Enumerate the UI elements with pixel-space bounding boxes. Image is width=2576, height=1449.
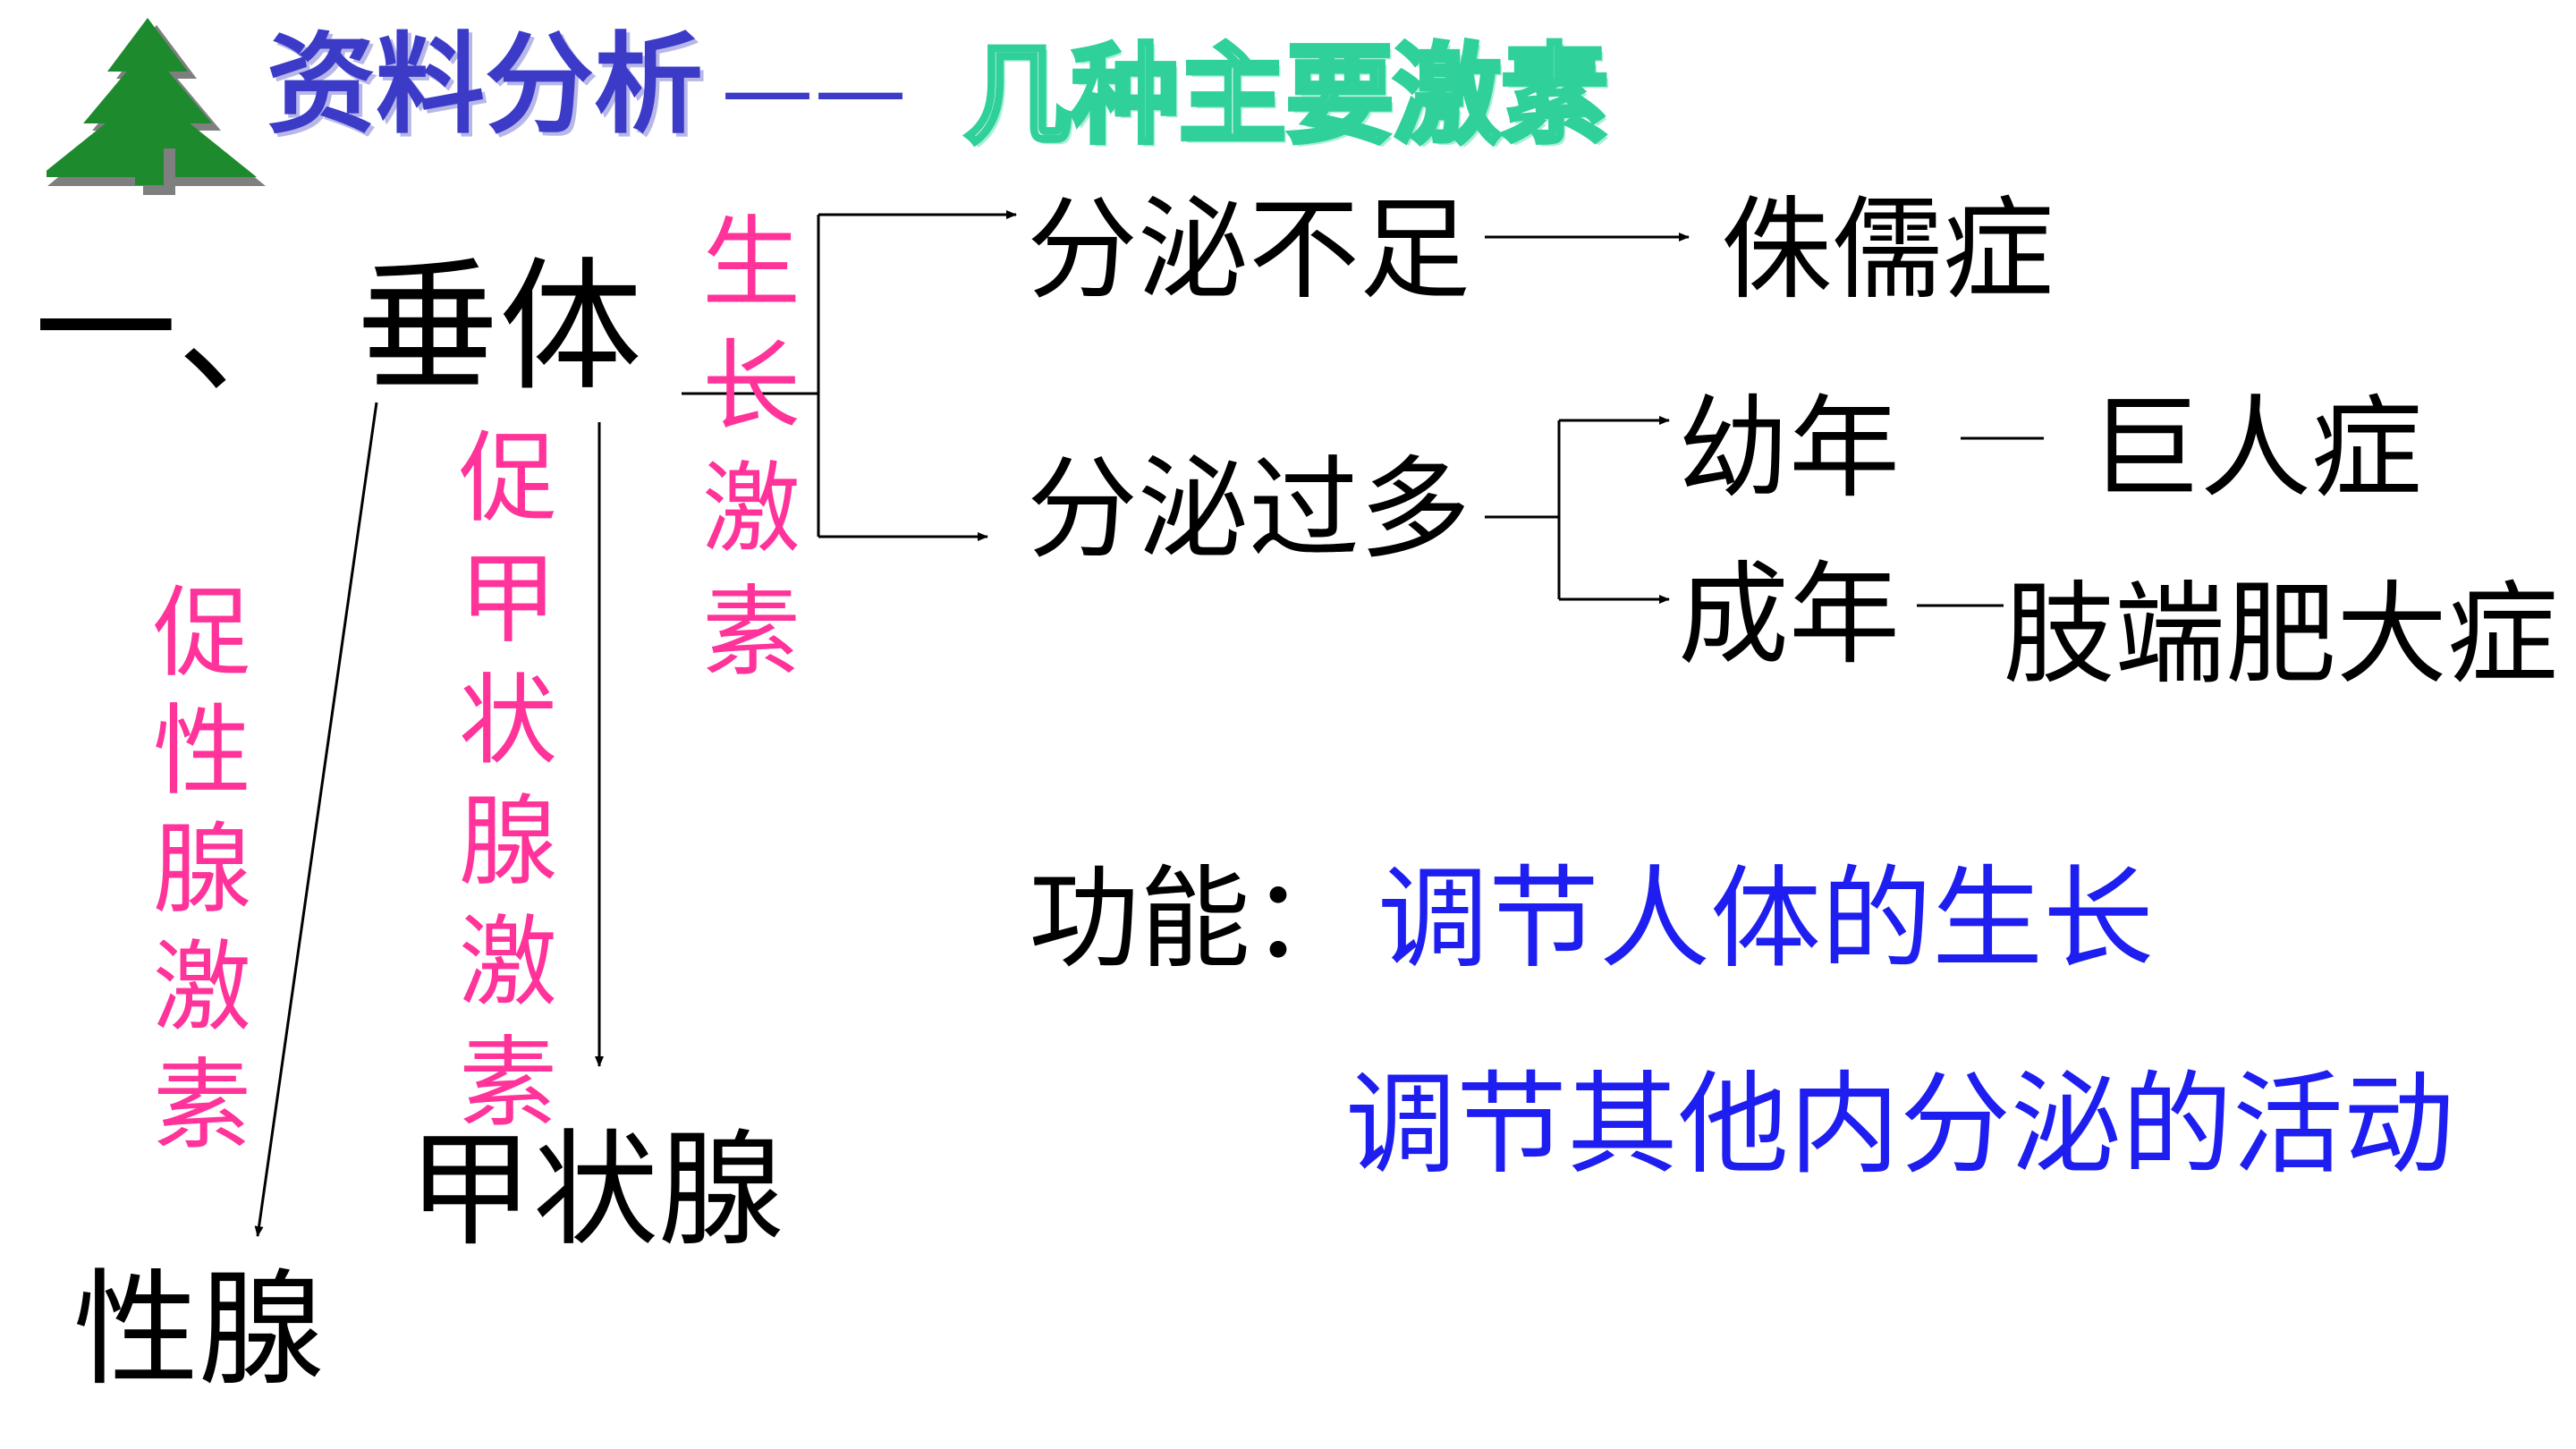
excess-childhood-label: 幼年 (1678, 385, 1901, 513)
excess-childhood-result: 巨人症 (2089, 385, 2423, 513)
target-thyroid: 甲状腺 (408, 1118, 784, 1264)
excess-label: 分泌过多 (1027, 445, 1471, 574)
deficit-label: 分泌不足 (1027, 186, 1471, 315)
pine-tree-icon (47, 18, 266, 195)
title-data-analysis: 资料分析 (267, 21, 703, 148)
hormone-tsh: 促甲状腺激素 (459, 421, 557, 1141)
excess-adulthood-result: 肢端肥大症 (2004, 571, 2559, 699)
target-gonad: 性腺 (73, 1258, 325, 1403)
function-line-1: 调节人体的生长 (1377, 855, 2155, 984)
gland-pituitary: 垂体 (356, 243, 643, 411)
hormone-growth: 生长激素 (702, 206, 801, 690)
function-line-2: 调节其他内分泌的活动 (1345, 1061, 2455, 1190)
title-dash: —— (721, 35, 907, 144)
function-label: 功能： (1029, 855, 1362, 984)
hormone-gonadotropin: 促性腺激素 (153, 576, 251, 1163)
deficit-result-dwarfism: 侏儒症 (1721, 186, 2055, 315)
section-number: 一、 (34, 247, 321, 414)
excess-adulthood-label: 成年 (1678, 551, 1901, 680)
title-main-hormones: 几种主要激素 (962, 34, 1611, 158)
arrow-to-gonad (254, 402, 378, 1237)
